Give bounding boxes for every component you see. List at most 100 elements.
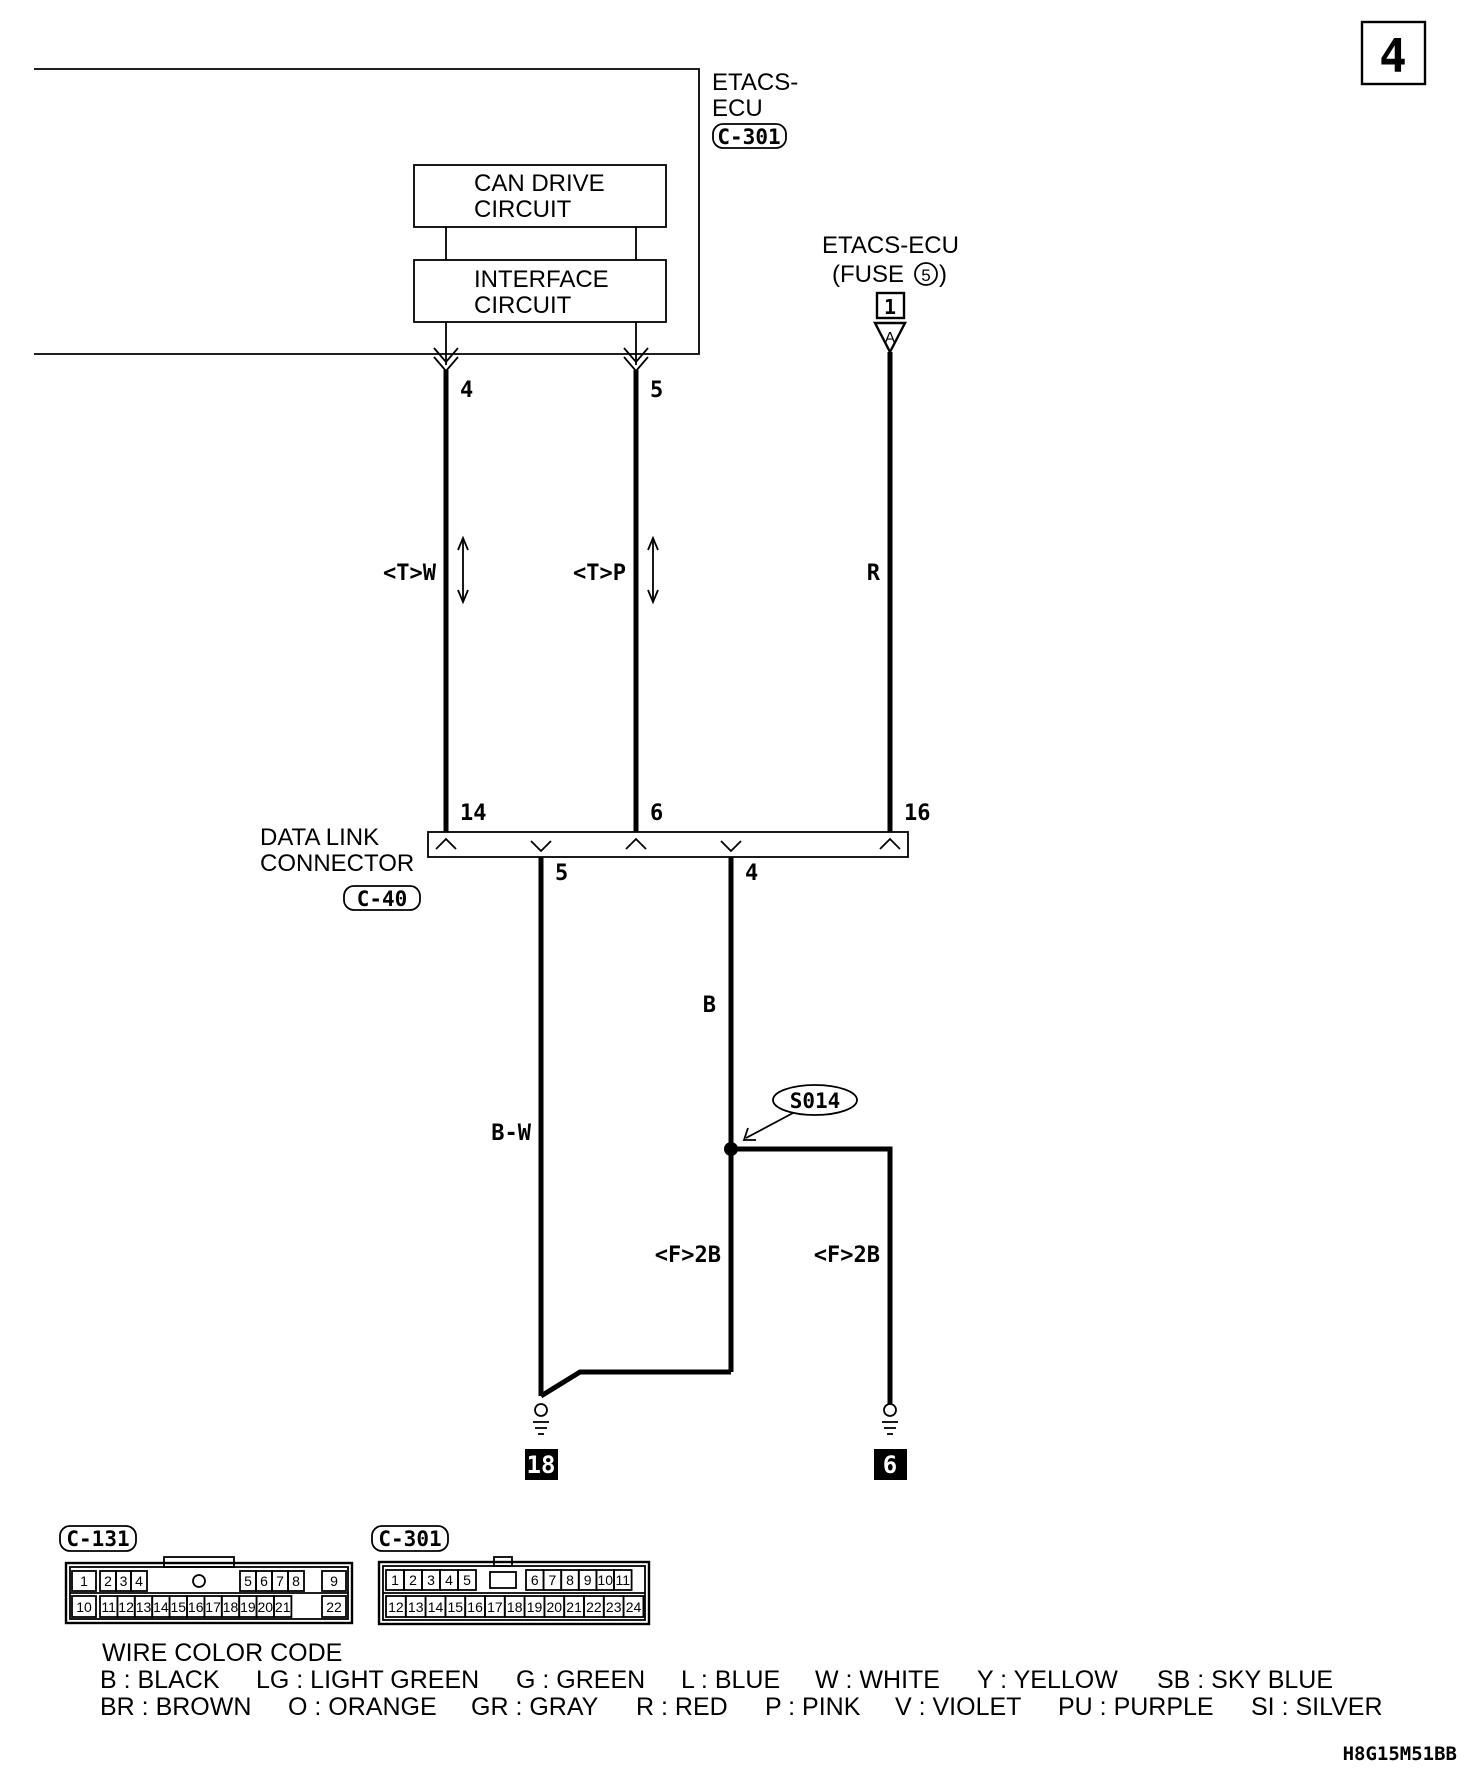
etacs-ecu-outline xyxy=(34,68,700,355)
dlc-label-line1: DATA LINK xyxy=(260,824,379,851)
legend-r2-6: PU : PURPLE xyxy=(1058,1693,1214,1721)
pin-number: 9 xyxy=(584,1572,592,1588)
can-drive-circuit-block: CAN DRIVE CIRCUIT xyxy=(413,164,667,228)
pin-number: 21 xyxy=(566,1599,582,1615)
legend-r2-0: BR : BROWN xyxy=(100,1693,251,1721)
wire-label-w2: <T>P xyxy=(573,561,626,586)
dlc-pin-bottom-2: 4 xyxy=(745,861,758,886)
etacs-ecu-enclosure: ETACS- ECU C-301 xyxy=(34,68,798,355)
pin-cell xyxy=(130,1570,148,1592)
pin-number: 5 xyxy=(463,1572,471,1588)
pin-number: 11 xyxy=(616,1572,631,1588)
pin-number: 21 xyxy=(275,1599,291,1615)
signal-arrow-right xyxy=(647,535,659,605)
pin-number: 15 xyxy=(448,1599,464,1615)
pin-cell xyxy=(273,1595,293,1618)
c301-outer xyxy=(377,1560,651,1626)
fuse-source-line1: ETACS-ECU xyxy=(822,232,959,259)
ground-symbol-1: 18 xyxy=(525,1403,558,1480)
dlc-pin-top-1: 14 xyxy=(460,801,487,826)
pin-cell xyxy=(321,1570,347,1592)
pin-number: 11 xyxy=(101,1599,116,1615)
pin-number: 13 xyxy=(136,1599,152,1615)
legend-r1-4: W : WHITE xyxy=(815,1666,940,1694)
ground-number-2: 6 xyxy=(883,1451,897,1479)
interface-circuit-block: INTERFACE CIRCUIT xyxy=(413,259,667,323)
can-drive-circuit-line2: CIRCUIT xyxy=(474,196,572,223)
legend-title: WIRE COLOR CODE xyxy=(102,1639,342,1667)
ecu-pin-b: 5 xyxy=(650,378,663,403)
pin-number: 3 xyxy=(120,1573,128,1589)
legend-r2-1: O : ORANGE xyxy=(288,1693,437,1721)
dlc-connector-badge xyxy=(343,885,421,911)
wire-label-w1: <T>W xyxy=(383,561,437,586)
dlc-pin-top-3: 16 xyxy=(904,801,931,826)
pin-cell xyxy=(321,1595,347,1618)
c131-lock-hole xyxy=(192,1574,206,1588)
pin-number: 22 xyxy=(326,1599,342,1615)
legend-r1-2: G : GREEN xyxy=(516,1666,645,1694)
pin-cell xyxy=(613,1569,633,1591)
pin-number: 19 xyxy=(240,1599,256,1615)
etacs-ecu-label-line2: ECU xyxy=(712,95,763,122)
wire-color-code-legend: WIRE COLOR CODE B : BLACK LG : LIGHT GRE… xyxy=(100,1639,1383,1721)
signal-arrow-left xyxy=(457,535,469,605)
pin-number: 1 xyxy=(80,1573,88,1589)
legend-r2-5: V : VIOLET xyxy=(895,1693,1021,1721)
ground-number-2-box xyxy=(874,1449,907,1480)
pin-number: 18 xyxy=(223,1599,239,1615)
pin-number: 18 xyxy=(507,1599,523,1615)
pin-number: 8 xyxy=(566,1572,574,1588)
pin-number: 16 xyxy=(467,1599,483,1615)
pin-number: 4 xyxy=(135,1573,143,1589)
c301-key xyxy=(493,1556,513,1567)
legend-r2-2: GR : GRAY xyxy=(471,1693,599,1721)
splice-leader-arrow xyxy=(742,1127,756,1141)
pin-number: 23 xyxy=(606,1599,622,1615)
ecu-pin-a: 4 xyxy=(460,378,473,403)
splice-ellipse xyxy=(772,1084,858,1116)
dlc-chevron-14 xyxy=(435,837,457,850)
c301-name: C-301 xyxy=(378,1527,441,1551)
pin-number: 9 xyxy=(330,1573,338,1589)
wire-label-w4: B-W xyxy=(491,1121,531,1146)
c301-lock xyxy=(489,1571,517,1589)
pin-number: 17 xyxy=(205,1599,221,1615)
pin-cell xyxy=(71,1595,97,1618)
dlc-body xyxy=(427,831,909,858)
pin-number: 2 xyxy=(104,1573,112,1589)
pin-number: 3 xyxy=(427,1572,435,1588)
dlc-chevron-16 xyxy=(879,837,901,850)
pin-number: 5 xyxy=(244,1573,252,1589)
interface-circuit-line1: INTERFACE xyxy=(474,266,609,293)
pin-number: 8 xyxy=(292,1573,300,1589)
dlc-connector-id: C-40 xyxy=(357,887,408,911)
legend-r2-7: SI : SILVER xyxy=(1251,1693,1383,1721)
splice-leader xyxy=(745,1112,794,1139)
figure-code: H8G15M51BB xyxy=(1343,1743,1457,1765)
interface-circuit-line2: CIRCUIT xyxy=(474,292,572,319)
ground-number-1-box xyxy=(525,1449,558,1480)
fuse-number: 5 xyxy=(921,266,930,285)
pin-cell xyxy=(457,1569,477,1591)
pin-cell xyxy=(71,1570,97,1592)
ecu-terminal-chevron-a1 xyxy=(433,347,459,364)
dlc-chevron-5 xyxy=(530,840,552,853)
fuse-number-circle xyxy=(914,262,938,286)
legend-r1-5: Y : YELLOW xyxy=(977,1666,1118,1694)
pin-number: 7 xyxy=(549,1572,557,1588)
dlc-label-line2: CONNECTOR xyxy=(260,850,414,877)
legend-r1-0: B : BLACK xyxy=(100,1666,220,1694)
pin-number: 12 xyxy=(388,1599,404,1615)
wire-ground-join xyxy=(539,1369,731,1399)
dlc-chevron-4 xyxy=(720,840,742,853)
c301-badge xyxy=(371,1525,449,1552)
etacs-ecu-connector-id: C-301 xyxy=(717,125,780,149)
pin-cell xyxy=(287,1570,305,1592)
etacs-ecu-label-line1: ETACS- xyxy=(712,69,798,96)
pin-number: 22 xyxy=(586,1599,602,1615)
